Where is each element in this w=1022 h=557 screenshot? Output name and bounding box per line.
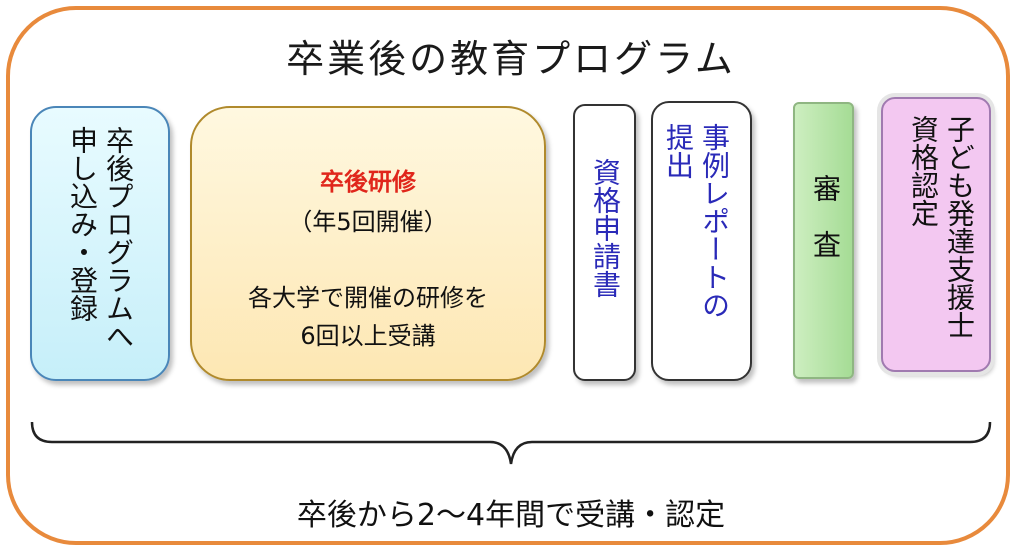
- step-review-label: 審 査: [809, 174, 842, 258]
- step-training-sub: （年5回開催）: [288, 208, 448, 236]
- step-certification-box: 子ども発達支援士 資格認定: [881, 97, 991, 372]
- step-application-box: 資格申請書: [573, 104, 636, 381]
- step-register-text: 卒後プログラムへ 申し込み・登録: [64, 126, 136, 372]
- step-report-line2: 提出: [662, 123, 695, 179]
- step-training-desc1: 各大学で開催の研修を: [248, 284, 488, 312]
- step-review-box: 審 査: [793, 102, 854, 379]
- step-register-line2: 申し込み・登録: [66, 126, 99, 322]
- step-report-line1: 事例レポートの: [698, 123, 731, 319]
- step-register-box: 卒後プログラムへ 申し込み・登録: [30, 106, 170, 381]
- step-training-heading: 卒後研修: [320, 168, 416, 196]
- step-register-line1: 卒後プログラムへ: [102, 126, 135, 350]
- step-report-box: 事例レポートの 提出: [651, 101, 752, 381]
- curly-brace-icon: [30, 421, 992, 465]
- step-certification-line1: 子ども発達支援士: [943, 115, 976, 339]
- page-title: 卒業後の教育プログラム: [286, 37, 736, 81]
- footer-caption: 卒後から2〜4年間で受講・認定: [296, 498, 726, 533]
- step-training-box: 卒後研修 （年5回開催） 各大学で開催の研修を 6回以上受講: [190, 106, 546, 381]
- step-application-label: 資格申請書: [589, 158, 622, 298]
- step-training-desc2: 6回以上受講: [300, 322, 436, 350]
- step-report-text: 事例レポートの 提出: [660, 123, 732, 373]
- step-certification-text: 子ども発達支援士 資格認定: [905, 115, 977, 367]
- step-certification-line2: 資格認定: [907, 115, 940, 227]
